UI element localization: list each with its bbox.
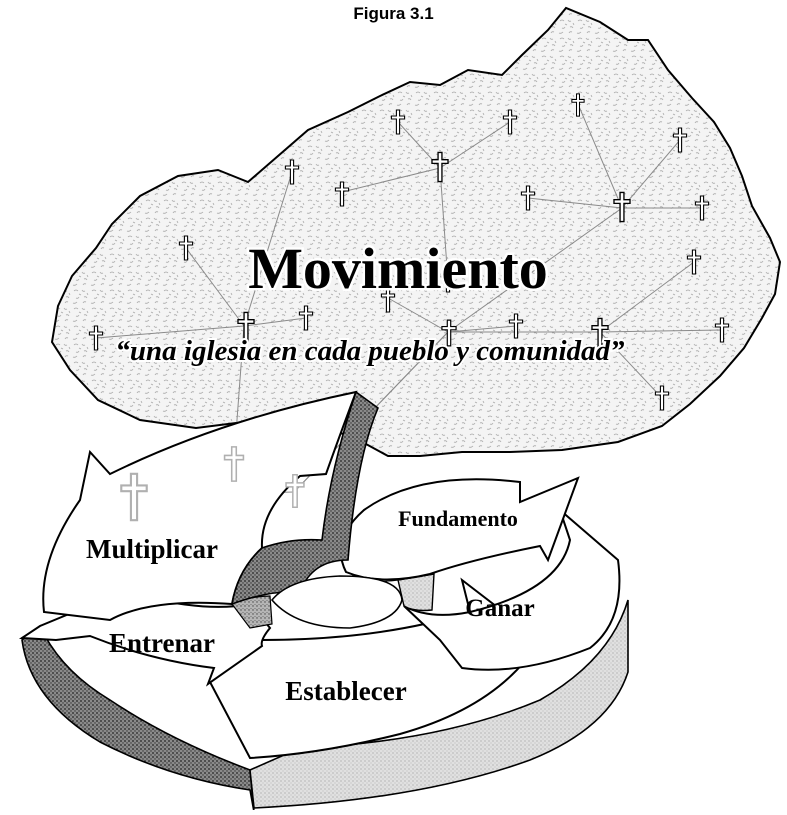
ganar-arrow-shade [397, 573, 435, 612]
ministry-cycle: Multiplicar Fundamento Ganar Entrenar Es… [18, 390, 629, 813]
step-label-ganar: Ganar [465, 595, 534, 622]
figure-title: Figura 3.1 [353, 4, 434, 23]
ring-edge-right [249, 599, 629, 809]
region-outline [50, 6, 782, 457]
cycle-hub [270, 575, 403, 629]
ganar-arrow [403, 506, 621, 671]
movement-heading: Movimiento [248, 236, 548, 301]
step-label-entrenar: Entrenar [109, 628, 215, 658]
movement-subtitle: “una iglesia en cada pueblo y comunidad” [115, 335, 625, 367]
step-label-multiplicar: Multiplicar [86, 534, 218, 564]
step-label-fundamento: Fundamento [398, 506, 518, 531]
step-label-establecer: Establecer [285, 676, 406, 706]
entrenar-arrow [18, 576, 272, 687]
multiplicar-arrow-shade [230, 390, 379, 606]
